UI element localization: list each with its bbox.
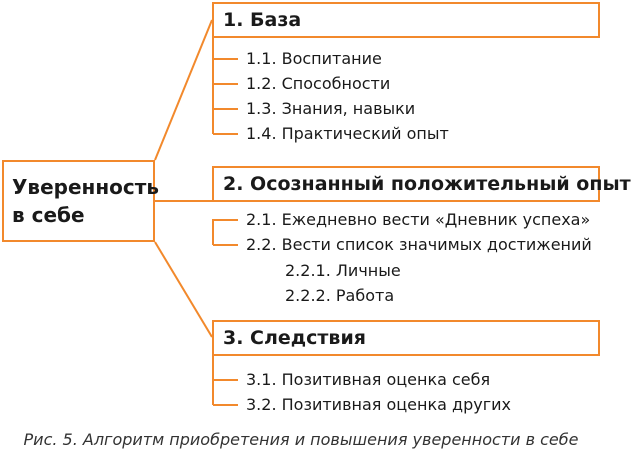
branch-2-subitem-2: 2.2.2. Работа [285,286,395,305]
branch-1-item-3: 1.3. Знания, навыки [246,99,416,118]
center-node-line-2: в себе [12,203,85,227]
connector-to-branch-3 [154,241,213,338]
branch-2-item-1: 2.1. Ежедневно вести «Дневник успеха» [246,210,591,229]
figure-caption: Рис. 5. Алгоритм приобретения и повышени… [23,430,579,449]
branch-1-title: 1. База [223,9,302,31]
branch-1-box: 1. База [212,2,600,38]
branch-1-item-1: 1.1. Воспитание [246,49,382,68]
connector-lines [154,19,238,406]
center-node-line-1: Уверенность [12,175,159,199]
branch-2-box: 2. Осознанный положительный опыт [212,166,631,202]
branch-2-title: 2. Осознанный положительный опыт [223,173,631,195]
branch-2-subitem-1: 2.2.1. Личные [285,261,401,280]
center-node: Уверенность в себе [2,160,159,242]
branch-1-item-2: 1.2. Способности [246,74,391,93]
connector-to-branch-1 [154,19,213,161]
branch-3-item-1: 3.1. Позитивная оценка себя [246,370,491,389]
branch-1-item-4: 1.4. Практический опыт [246,124,449,143]
branch-2-item-2: 2.2. Вести список значимых достижений [246,235,592,254]
branch-3-title: 3. Следствия [223,327,366,349]
branch-3-item-2: 3.2. Позитивная оценка других [246,395,511,414]
branch-3-box: 3. Следствия [212,320,600,356]
